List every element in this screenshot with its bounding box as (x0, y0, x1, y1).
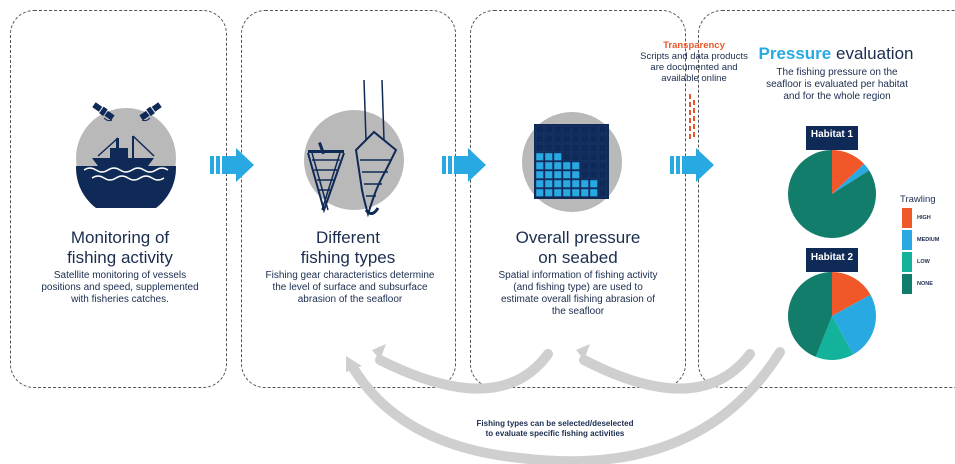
panel-pressure-evaluation (698, 10, 955, 388)
fishing-gear-icon (304, 79, 404, 218)
transparency-dashes (688, 94, 696, 140)
legend: Trawling HIGH MEDIUM LOW NONE (900, 194, 950, 304)
description-line: estimate overall fishing abrasion of (501, 294, 655, 305)
transparency-line: are documented and (650, 62, 738, 73)
flow-arrow-icon (442, 148, 486, 182)
heading-line: Monitoring of (70, 228, 170, 247)
description-line: seafloor is evaluated per habitat (766, 79, 908, 90)
description-line: the level of surface and subsurface (272, 282, 428, 293)
heading-line: fishing activity (67, 248, 173, 267)
footer-note: Fishing types can be selected/deselected… (430, 419, 680, 439)
heading-line: Overall pressure (515, 228, 641, 247)
description-line: Satellite monitoring of vessels (53, 270, 187, 281)
habitat-1-slice-medium (832, 163, 870, 194)
evaluation-title: Pressure evaluation (756, 44, 916, 64)
description-line: with fisheries catches. (71, 294, 169, 305)
evaluation-title-rest: evaluation (831, 44, 914, 63)
transparency-line: available online (661, 73, 727, 84)
transparency-line: Scripts and data products (640, 51, 748, 62)
evaluation-title-bold: Pressure (758, 44, 832, 63)
heading-line: on seabed (538, 248, 618, 267)
habitat-1-label: Habitat 1 (806, 126, 858, 150)
legend-label-none: NONE (917, 281, 933, 287)
habitat-2-slice-high (832, 272, 871, 316)
description-line: positions and speed, supplemented (41, 282, 199, 293)
footer-line: Fishing types can be selected/deselected (476, 419, 634, 428)
satellite-icon (90, 98, 116, 124)
panel-description: Fishing gear characteristics determine t… (248, 270, 452, 306)
description-line: abrasion of the seafloor (297, 294, 403, 305)
habitat-2-label: Habitat 2 (806, 248, 858, 272)
habitat-2-slice-low (815, 316, 854, 360)
habitat-1-slice-none (788, 150, 876, 238)
satellite-icon (138, 98, 164, 124)
description-line: The fishing pressure on the (776, 67, 898, 78)
panel-overall-pressure (470, 10, 686, 388)
evaluation-description: The fishing pressure on the seafloor is … (752, 67, 922, 103)
habitat-2-slice-none (788, 272, 832, 357)
transparency-title: Transparency (663, 40, 725, 51)
legend-swatch-none (902, 274, 912, 294)
legend-swatch-low (902, 252, 912, 272)
legend-label-medium: MEDIUM (917, 237, 940, 243)
vessel-monitoring-icon (76, 108, 176, 218)
flow-arrow-icon (210, 148, 254, 182)
habitat-2-pie (788, 272, 876, 360)
legend-title: Trawling (900, 194, 936, 205)
legend-label-low: LOW (917, 259, 930, 265)
description-line: the seafloor (551, 306, 605, 317)
flow-arrow-icon (670, 148, 714, 182)
panel-monitoring (10, 10, 227, 388)
panel-heading: Overall pressure on seabed (478, 228, 678, 268)
legend-swatch-medium (902, 230, 912, 250)
legend-label-high: HIGH (917, 215, 931, 221)
transparency-note: Transparency Scripts and data products a… (618, 40, 770, 84)
description-line: (and fishing type) are used to (513, 282, 643, 293)
heading-line: fishing types (300, 248, 396, 267)
habitat-1-slice-high (832, 150, 865, 194)
seabed-grid-icon (522, 112, 622, 212)
habitat-2-slice-medium (832, 294, 876, 355)
description-line: Spatial information of fishing activity (498, 270, 658, 281)
heading-line: Different (316, 228, 380, 247)
footer-line: to evaluate specific fishing activities (485, 429, 625, 438)
description-line: and for the whole region (783, 91, 891, 102)
panel-fishing-types (241, 10, 456, 388)
description-line: Fishing gear characteristics determine (265, 270, 435, 281)
habitat-1-pie (788, 150, 876, 238)
panel-description: Spatial information of fishing activity … (478, 270, 678, 318)
legend-swatch-high (902, 208, 912, 228)
panel-description: Satellite monitoring of vessels position… (20, 270, 220, 306)
panel-heading: Monitoring of fishing activity (20, 228, 220, 268)
panel-heading: Different fishing types (248, 228, 448, 268)
